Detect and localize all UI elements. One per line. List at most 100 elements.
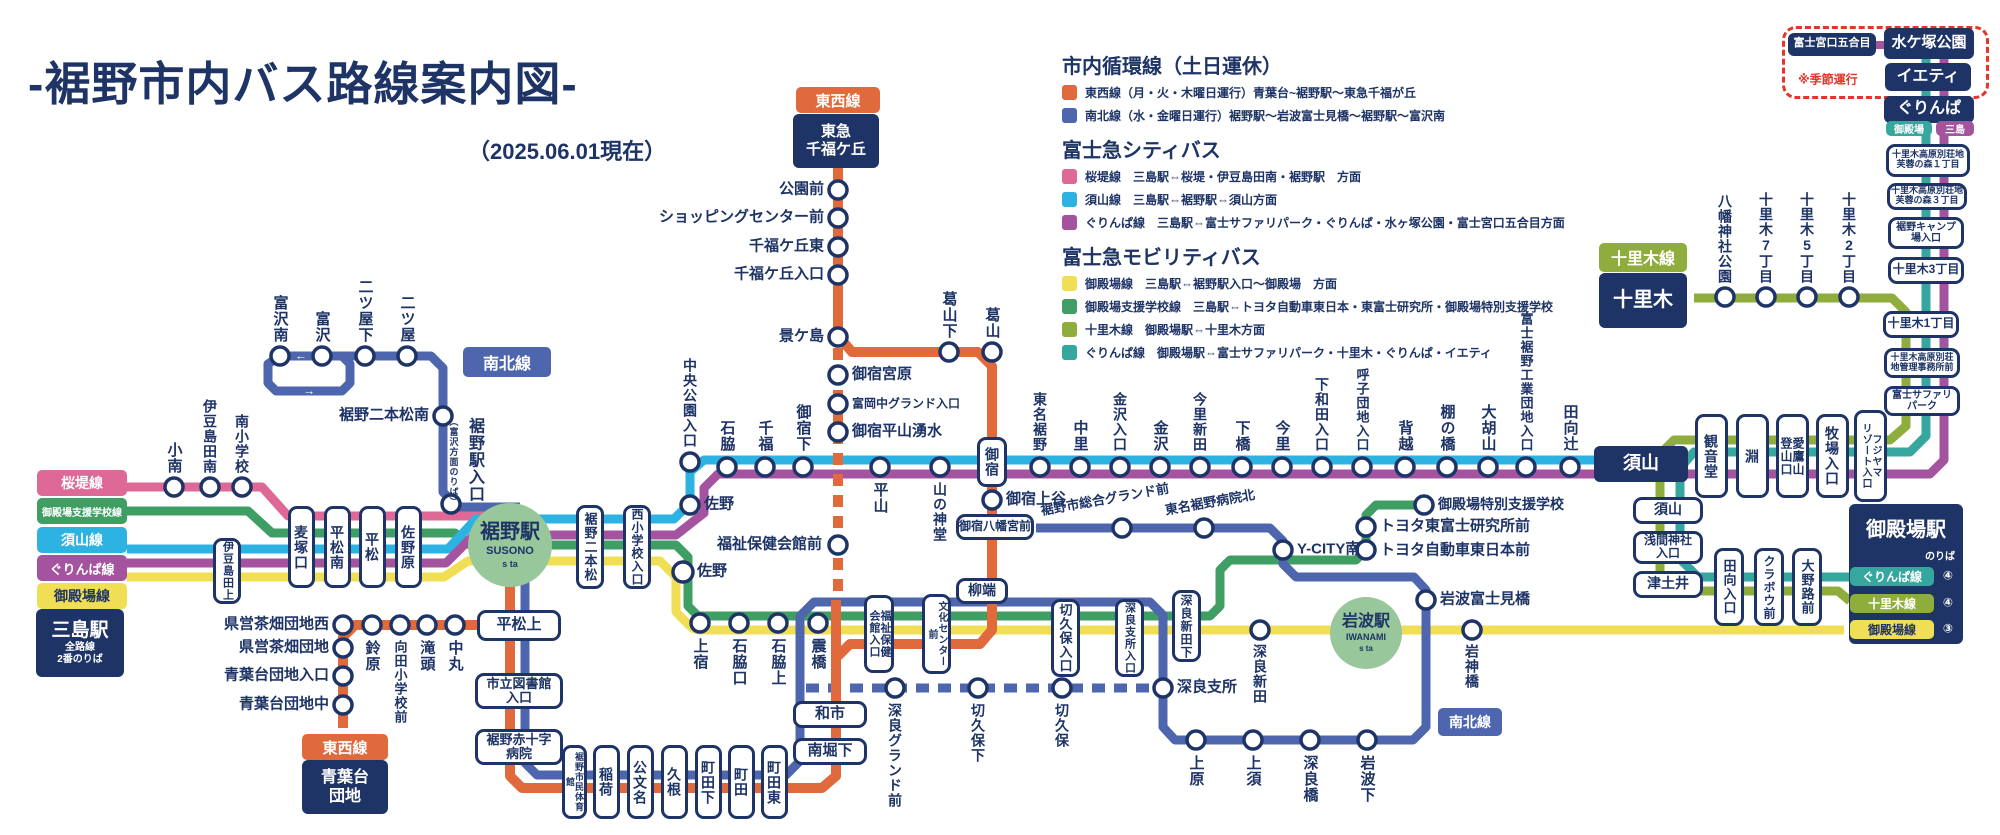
legend: 市内循環線（土日運休）東西線（月・火・木曜日運行）青葉台~裾野駅～東急千福が丘南…: [1062, 40, 1682, 367]
stop-circle: [938, 341, 960, 363]
stop-label: 葛山下: [940, 291, 958, 339]
stop-circle: [1231, 456, 1253, 478]
stop-circle: [716, 456, 738, 478]
stop-box: 南堀下: [793, 737, 867, 765]
stop-box: 公文名: [626, 745, 654, 819]
stop-circle: [1394, 456, 1416, 478]
stop-circle: [1355, 539, 1377, 561]
stop-box: 裾野赤十字 病院: [475, 729, 563, 765]
stop-circle: [1249, 619, 1271, 641]
stop-label: 御殿場特別支援学校: [1438, 496, 1564, 513]
stop-circle: [1714, 286, 1736, 308]
stop-circle: [389, 614, 411, 636]
stop-box: 久根: [660, 745, 688, 819]
stop-circle: [981, 489, 1003, 511]
stop-box: 御宿八幡宮前: [956, 514, 1034, 540]
stop-label: 小南: [165, 442, 183, 474]
stop-label: トヨタ自動車東日本前: [1380, 541, 1531, 559]
line-badge: ぐりんぱ線: [1850, 566, 1934, 586]
legend-item: 須山線 三島駅⇔裾野駅⇔須山方面: [1062, 191, 1682, 208]
stop-box: 淵: [1735, 414, 1769, 498]
stop-circle: [269, 345, 291, 367]
line-badge: 南北線: [463, 347, 551, 377]
legend-item-label: 十里木線 御殿場駅⇔十里木方面: [1085, 323, 1266, 337]
stop-box: 須山: [1633, 496, 1703, 524]
stop-label: 御宿上谷: [1006, 490, 1067, 508]
stop-circle: [1413, 494, 1435, 516]
stop-box: 御宿: [977, 437, 1007, 487]
stop-label: 石脇: [718, 420, 736, 452]
stop-label: 公園前: [778, 180, 824, 198]
gurinpa-city-line: [127, 48, 1949, 568]
stop-box: 福祉保健 会館入口: [864, 595, 894, 673]
stop-label: 中央公園入口: [682, 358, 698, 448]
stop-box: 町田: [727, 745, 755, 819]
stop-box: 佐野原: [394, 506, 422, 588]
stop-circle: [1149, 456, 1171, 478]
station-label: IWANAMI: [1346, 632, 1386, 643]
line-badge: 十里木線: [1850, 593, 1934, 613]
terminal-box: ぐりんぱ: [1884, 95, 1974, 123]
stop-label: 南小学校: [234, 414, 250, 474]
stop-label: 青葉台団地入口: [223, 666, 329, 684]
terminal-box: イエティ: [1885, 63, 1971, 91]
legend-color-swatch: [1062, 215, 1077, 230]
terminal-label: 水ケ塚公園: [1891, 34, 1967, 51]
stop-circle: [1185, 729, 1207, 751]
stop-box: 富士サファリ パーク: [1884, 386, 1960, 416]
terminal-label: 富士宮口五合目: [1793, 37, 1871, 50]
stop-label: 岩波富士見橋: [1440, 590, 1531, 608]
stop-label: 青葉台団地中: [238, 695, 329, 713]
terminal-label: 東急: [820, 123, 851, 140]
stop-label: 中里: [1071, 420, 1089, 452]
stop-circle: [807, 612, 829, 634]
stop-circle: [1838, 286, 1860, 308]
sakurazutsumi-line: [127, 482, 495, 521]
stop-label: ←: [295, 348, 307, 363]
stop-box: 深良支所入口: [1114, 599, 1144, 677]
stop-circle: [332, 614, 354, 636]
stop-box: 大野路前: [1792, 548, 1822, 626]
stop-circle: [1109, 456, 1131, 478]
stop-box: 裾野市民体育館: [561, 745, 587, 819]
stop-circle: [1271, 456, 1293, 478]
stop-circle: [869, 456, 891, 478]
line-badge: ぐりんぱ線: [37, 555, 127, 581]
stop-box: 深良新田下: [1171, 590, 1201, 662]
terminal-label: 全路線: [65, 642, 95, 654]
stop-box: 平松上: [477, 609, 561, 641]
stop-circle: [1559, 456, 1581, 478]
legend-item: 御殿場線 三島駅⇔裾野駅入口～御殿場 方面: [1062, 275, 1682, 292]
station-label: s ta: [1359, 643, 1373, 653]
terminal-box: 須山: [1594, 446, 1688, 482]
stop-label: 県営茶畑団地: [238, 638, 329, 656]
stop-circle: [416, 614, 438, 636]
stop-circle: [929, 456, 951, 478]
terminal-label: 団地: [328, 788, 361, 805]
stop-label: 裾野二本松南: [338, 406, 429, 424]
stop-label: 石脇上: [769, 638, 787, 686]
stop-label: 千福ケ丘東: [748, 237, 824, 255]
legend-heading: 富士急モビリティバス: [1062, 247, 1261, 269]
stop-label: 富岡中グランド入口: [852, 396, 961, 411]
stop-box: 稲荷: [592, 745, 620, 819]
stop-circle: [332, 694, 354, 716]
stop-box: 平松南: [323, 506, 351, 588]
terminal-label: 青葉台: [320, 768, 369, 786]
stop-box: 牧場入口: [1815, 414, 1849, 498]
station-label: s ta: [502, 558, 518, 569]
line-badge: 須山線: [37, 527, 127, 553]
stop-label: 震橋: [809, 638, 827, 670]
stop-circle: [884, 677, 906, 699]
stop-circle: [1461, 619, 1483, 641]
stop-box: 十里木高原別荘地 芙蓉の森１丁目: [1886, 143, 1970, 177]
stop-box: 町田東: [760, 745, 788, 819]
stop-label: 景ケ島: [778, 327, 824, 345]
stop-circle: [1111, 517, 1133, 539]
stop-circle: [827, 393, 849, 415]
terminal-box: 富士宮口五合目: [1788, 32, 1876, 56]
line-badge: 御殿場: [1886, 120, 1932, 136]
nanboku-line-north: [280, 351, 520, 512]
stop-label: 深良グランド前: [887, 703, 903, 808]
stop-circle: [1796, 286, 1818, 308]
